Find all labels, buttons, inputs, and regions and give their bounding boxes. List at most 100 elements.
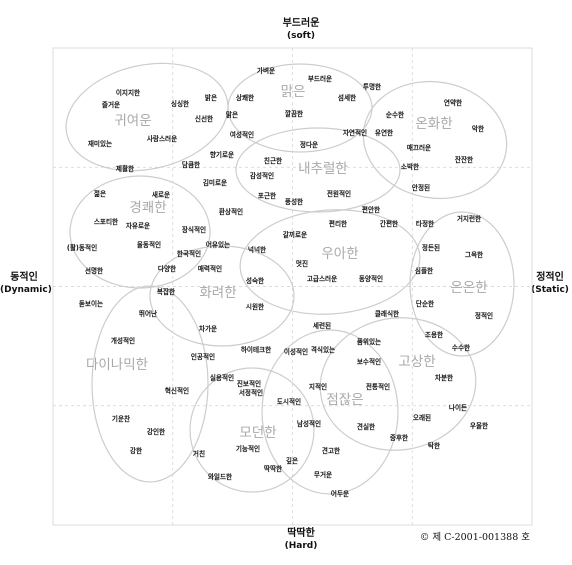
word-label: 탁한	[428, 441, 440, 450]
word-label: 차분한	[435, 373, 453, 382]
cluster-label-cute: 귀여운	[114, 113, 151, 129]
word-label: 유연한	[375, 128, 393, 137]
axis-left-label: 동적인 (Dynamic)	[0, 271, 52, 297]
axis-bottom-label: 딱딱한 (Hard)	[256, 527, 346, 553]
word-label: 부드러운	[308, 74, 332, 83]
word-label: 잔잔한	[455, 155, 473, 164]
word-label: 오래된	[413, 413, 431, 422]
word-label: 밝은	[205, 93, 217, 102]
word-label: 조용한	[425, 330, 443, 339]
word-label: 성숙한	[246, 276, 264, 285]
word-label: 다양한	[158, 264, 176, 273]
axis-top-label: 부드러운 (soft)	[256, 17, 346, 43]
word-label: 도시적인	[277, 397, 301, 406]
word-label: 실용적인	[210, 373, 234, 382]
word-label: 뛰어난	[139, 309, 157, 318]
word-label: 보수적인	[357, 357, 381, 366]
word-label: 멋진	[296, 259, 308, 268]
word-label: 깊은	[286, 456, 298, 465]
word-label: 매력적인	[198, 264, 222, 273]
word-label: 편안한	[362, 205, 380, 214]
word-label: 시원한	[246, 302, 264, 311]
word-label: 클래식한	[375, 309, 399, 318]
word-label: 안정된	[412, 183, 430, 192]
word-label: 편리한	[329, 219, 347, 228]
cluster-label-lively: 경쾌한	[129, 200, 166, 216]
word-label: 와일드한	[208, 472, 232, 481]
word-label: 지적인	[309, 382, 327, 391]
word-label: 타정한	[416, 219, 434, 228]
word-label: 악한	[472, 124, 484, 133]
word-label: 정다운	[300, 140, 318, 149]
word-label: 소박한	[401, 162, 419, 171]
cluster-outline	[239, 209, 421, 315]
cluster-label-decent: 점잖은	[326, 392, 363, 408]
word-label: 서정적인	[239, 388, 263, 397]
word-label: 하이테크한	[241, 345, 271, 354]
word-label: 젊은	[94, 189, 106, 198]
word-label: 싱싱한	[171, 99, 189, 108]
word-label: 품위있는	[357, 337, 381, 346]
word-label: 정적인	[475, 311, 493, 320]
word-label: 장식적인	[182, 225, 206, 234]
word-label: 매끄러운	[407, 143, 431, 152]
axis-bottom-sub: (Hard)	[284, 541, 318, 551]
word-label: 혁신적인	[165, 386, 189, 395]
word-label: 정든된	[422, 243, 440, 252]
cluster-outline	[409, 211, 515, 357]
word-label: 견고한	[322, 446, 340, 455]
word-label: 연약한	[444, 98, 462, 107]
word-label: 전원적인	[327, 189, 351, 198]
word-label: 담큼한	[182, 160, 200, 169]
axis-right-label: 정적인 (Static)	[528, 271, 572, 297]
word-label: 선명한	[85, 266, 103, 275]
word-label: 기운찬	[112, 414, 130, 423]
word-label: 새로운	[152, 190, 170, 199]
cluster-outline	[319, 317, 477, 451]
word-label: 무거운	[314, 470, 332, 479]
word-label: 이지지한	[116, 88, 140, 97]
cluster-label-modern: 모던한	[239, 425, 276, 441]
word-label: 친근한	[264, 156, 282, 165]
word-label: 풍성한	[285, 197, 303, 206]
word-label: 기능적인	[236, 444, 260, 453]
word-label: 우울한	[470, 421, 488, 430]
word-label: 자연적인	[343, 128, 367, 137]
word-label: 인공적인	[191, 352, 215, 361]
cluster-outline	[362, 80, 508, 200]
word-label: 동양적인	[359, 274, 383, 283]
word-label: 나이든	[449, 403, 467, 412]
word-label: 깔끔한	[285, 109, 303, 118]
cluster-label-calm: 은은한	[450, 280, 487, 296]
word-label: (활)동적인	[67, 243, 97, 252]
word-label: 이성적인	[284, 347, 308, 356]
cluster-outline	[91, 285, 209, 483]
cluster-label-natural: 내추럴한	[298, 161, 348, 177]
cluster-outline	[65, 62, 229, 172]
word-label: 강한	[130, 446, 142, 455]
word-label: 감성적인	[250, 171, 274, 180]
cluster-label-mild: 온화한	[415, 116, 452, 132]
word-label: 심플한	[415, 266, 433, 275]
word-label: 향기로운	[210, 150, 234, 159]
word-label: 간편한	[380, 219, 398, 228]
word-label: 고급스러운	[307, 274, 337, 283]
word-label: 남성적인	[297, 419, 321, 428]
word-label: 사랑스러운	[147, 134, 177, 143]
word-label: 김미로운	[203, 178, 227, 187]
word-label: 중후한	[390, 433, 408, 442]
word-label: 개성적인	[111, 336, 135, 345]
word-label: 딱딱한	[264, 464, 282, 473]
axis-right-text: 정적인	[536, 272, 564, 283]
copyright-notice: © 제 C-2001-001388 호	[419, 532, 530, 543]
axis-top-sub: (soft)	[287, 31, 315, 41]
cluster-outline	[149, 245, 295, 347]
word-label: 어두운	[331, 489, 349, 498]
cluster-label-gorgeous: 화려한	[199, 285, 236, 301]
word-label: 격식있는	[311, 345, 335, 354]
word-label: 어유있는	[206, 240, 230, 249]
word-label: 한국적인	[177, 249, 201, 258]
